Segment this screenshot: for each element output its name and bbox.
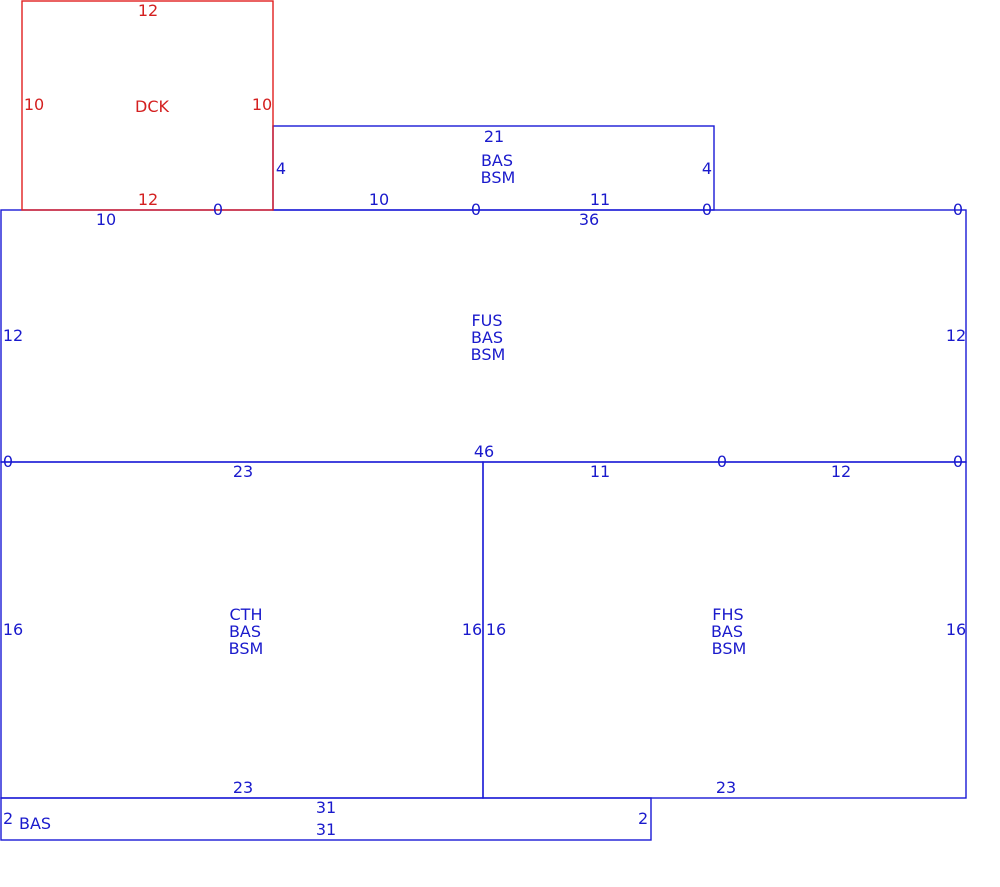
lower-right-code-2: BAS	[711, 622, 743, 641]
main-section-labels: FUS BAS BSM 36 10 12 12 46 11 12	[3, 210, 966, 481]
main-right-dim: 12	[946, 326, 966, 345]
vertex-marker: 0	[953, 200, 963, 219]
lower-right-code-3: BSM	[712, 639, 747, 658]
top-addition-code-1: BAS	[481, 151, 513, 170]
deck-top-dim: 12	[138, 1, 158, 20]
lower-left-right-dim: 16	[462, 620, 482, 639]
lower-right-left-dim: 16	[486, 620, 506, 639]
top-addition-left-dim: 4	[276, 159, 286, 178]
main-code-3: BSM	[471, 345, 506, 364]
lower-left-bottom-dim: 23	[233, 778, 253, 797]
vertex-marker: 0	[3, 452, 13, 471]
main-bottom-right-dim-b: 12	[831, 462, 851, 481]
strip-right-dim: 2	[638, 809, 648, 828]
strip-labels: BAS 2 2 31 31	[3, 798, 648, 839]
vertex-marker: 0	[213, 200, 223, 219]
vertex-markers: 0 0 0 0 0 0 0	[3, 200, 963, 471]
deck-right-dim: 10	[252, 95, 272, 114]
lower-left-code-1: CTH	[230, 605, 263, 624]
lower-right-right-dim: 16	[946, 620, 966, 639]
top-addition-code-2: BSM	[481, 168, 516, 187]
deck-bottom-dim: 12	[138, 190, 158, 209]
bottom-strip-outline	[0, 797, 652, 841]
lower-left-code-3: BSM	[229, 639, 264, 658]
lower-right-outline	[482, 461, 967, 799]
top-addition-labels: BAS BSM 21 4 4 10 11	[276, 127, 712, 209]
lower-right-code-1: FHS	[712, 605, 743, 624]
deck-left-dim: 10	[24, 95, 44, 114]
lower-left-labels: CTH BAS BSM 23 23 16 16	[3, 462, 482, 797]
main-bottom-dim: 46	[474, 442, 494, 461]
vertex-marker: 0	[953, 452, 963, 471]
strip-top-dim: 31	[316, 798, 336, 817]
lower-left-code-2: BAS	[229, 622, 261, 641]
lower-right-bottom-dim: 23	[716, 778, 736, 797]
main-top-left-dim: 10	[96, 210, 116, 229]
vertex-marker: 0	[471, 200, 481, 219]
top-addition-right-dim: 4	[702, 159, 712, 178]
main-top-dim: 36	[579, 210, 599, 229]
top-addition-bottom-right-dim: 11	[590, 190, 610, 209]
deck-outline	[21, 0, 274, 211]
vertex-marker: 0	[702, 200, 712, 219]
deck-labels: DCK 12 12 10 10	[24, 1, 272, 209]
building-outlines	[0, 125, 967, 841]
vertex-marker: 0	[717, 452, 727, 471]
main-code-1: FUS	[471, 311, 502, 330]
lower-left-top-dim: 23	[233, 462, 253, 481]
lower-right-labels: FHS BAS BSM 16 16 23	[486, 605, 966, 797]
strip-left-dim: 2	[3, 809, 13, 828]
strip-code: BAS	[19, 814, 51, 833]
strip-bottom-dim: 31	[316, 820, 336, 839]
deck-code: DCK	[135, 97, 169, 116]
lower-left-left-dim: 16	[3, 620, 23, 639]
main-code-2: BAS	[471, 328, 503, 347]
top-addition-bottom-left-dim: 10	[369, 190, 389, 209]
top-addition-top-dim: 21	[484, 127, 504, 146]
main-bottom-right-dim-a: 11	[590, 462, 610, 481]
main-left-dim: 12	[3, 326, 23, 345]
